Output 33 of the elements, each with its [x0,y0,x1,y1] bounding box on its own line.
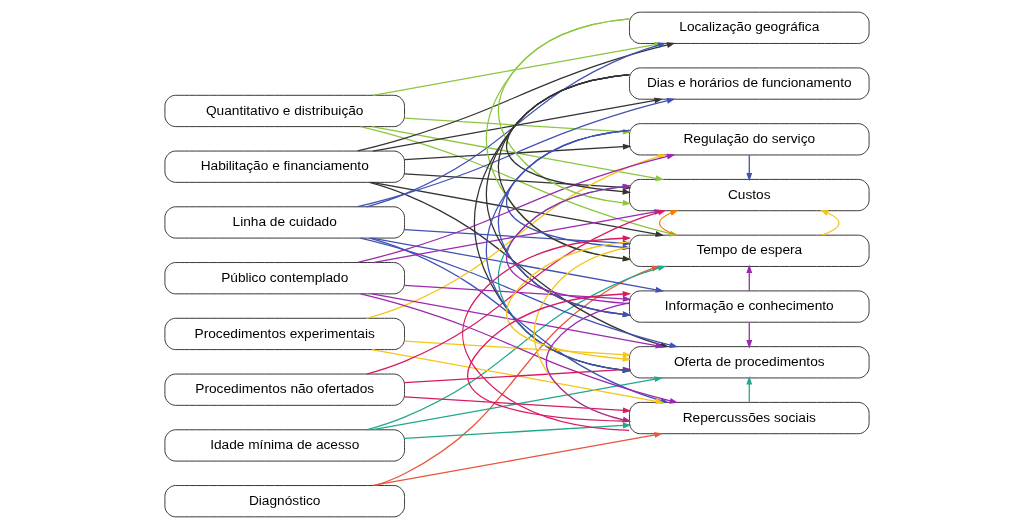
node-box: Procedimentos experimentais [163,317,405,351]
node-box: Idade mínima de acesso [163,429,405,462]
node-box: Linha de cuidado [163,206,405,239]
arrow [371,432,663,487]
node-box: Localização geográfica [628,11,870,44]
arrow [403,396,631,414]
node-box: Diagnóstico [163,485,405,518]
arrow [745,376,752,403]
arrow [745,264,752,292]
node-box: Regulação do serviço [628,123,870,156]
node-box: Quantitativo e distribuição [163,94,405,128]
arrow [819,210,840,236]
arrow [371,376,663,431]
node-box: Oferta de procedimentos [628,346,870,379]
arrow [356,97,675,208]
arrow [745,321,752,349]
node-box: Dias e horários de funcionamento [628,67,870,100]
arrow [370,348,664,405]
node-box: Procedimentos não ofertados [163,373,405,406]
node-box: Custos [628,178,870,212]
node-box: Informação e conhecimento [628,290,870,323]
arrow [356,153,675,264]
arrow [371,97,663,152]
node-box: Habilitação e financiamento [163,150,405,183]
arrow [403,340,631,358]
arrow [403,143,631,161]
node-box: Repercussões sociais [628,401,870,435]
node-box: Tempo de espera [628,234,870,267]
arrow [403,284,631,302]
arrow [370,293,664,349]
node-box: Público contemplado [163,262,405,295]
arrow [403,422,631,440]
arrow [745,154,752,182]
